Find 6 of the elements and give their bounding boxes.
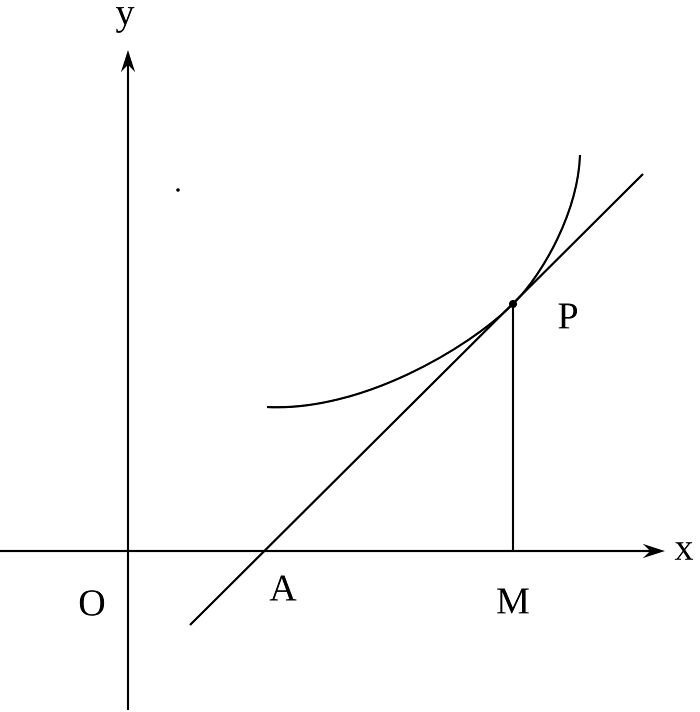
point-label: M bbox=[497, 588, 529, 614]
x-axis-label: x bbox=[674, 542, 694, 560]
point-label: O bbox=[80, 590, 104, 616]
point-label: A bbox=[270, 575, 296, 601]
point-label: P bbox=[558, 304, 578, 328]
y-axis-label: y bbox=[116, 7, 134, 33]
